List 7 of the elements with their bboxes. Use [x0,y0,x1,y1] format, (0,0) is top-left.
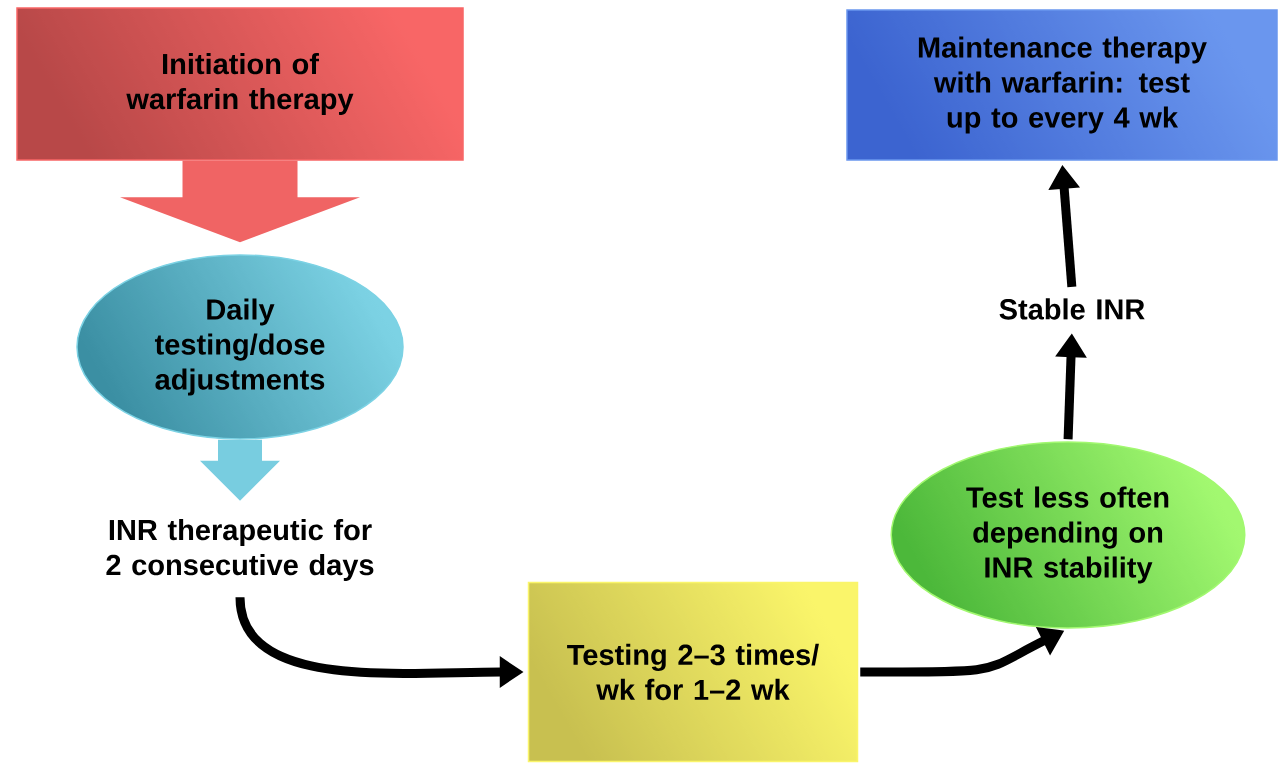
block-arrow [120,160,360,243]
process-box: Maintenance therapy with warfarin: test up to every 4 wk [846,9,1278,161]
block-arrow [200,439,280,501]
process-box: Testing 2–3 times/ wk for 1–2 wk [527,581,859,763]
process-box: Initiation of warfarin therapy [16,7,464,161]
step-text: Stable INR [999,298,1145,320]
step-text: INR therapeutic for 2 consecutive days [106,519,374,581]
